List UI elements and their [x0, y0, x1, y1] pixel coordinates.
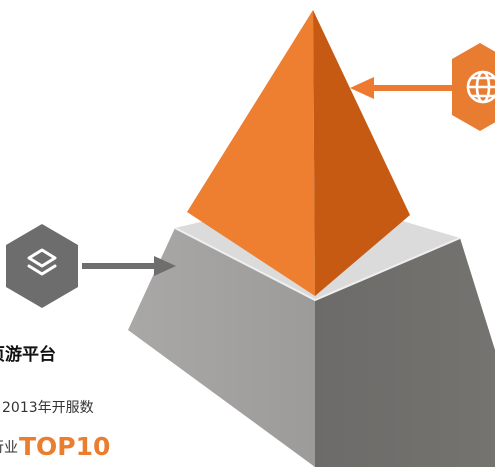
layers-badge — [6, 224, 78, 308]
layers-icon — [27, 248, 57, 276]
globe-icon — [466, 70, 495, 104]
globe-badge — [452, 43, 495, 131]
caption-rank: 行业TOP10 — [0, 432, 110, 461]
caption-subtitle: 2013年开服数 — [2, 400, 94, 416]
left-arrow — [82, 256, 176, 276]
right-arrow — [350, 77, 460, 99]
pyramid-top — [187, 10, 410, 296]
base-rim-highlight — [174, 227, 461, 302]
base-left-face — [128, 228, 315, 467]
top-right-face — [313, 10, 410, 296]
base-right-face — [315, 238, 495, 467]
top-left-face — [187, 10, 315, 296]
rank-value: TOP10 — [19, 432, 111, 461]
caption-title: 页游平台 — [0, 345, 56, 365]
rank-prefix: 行业 — [0, 440, 18, 456]
